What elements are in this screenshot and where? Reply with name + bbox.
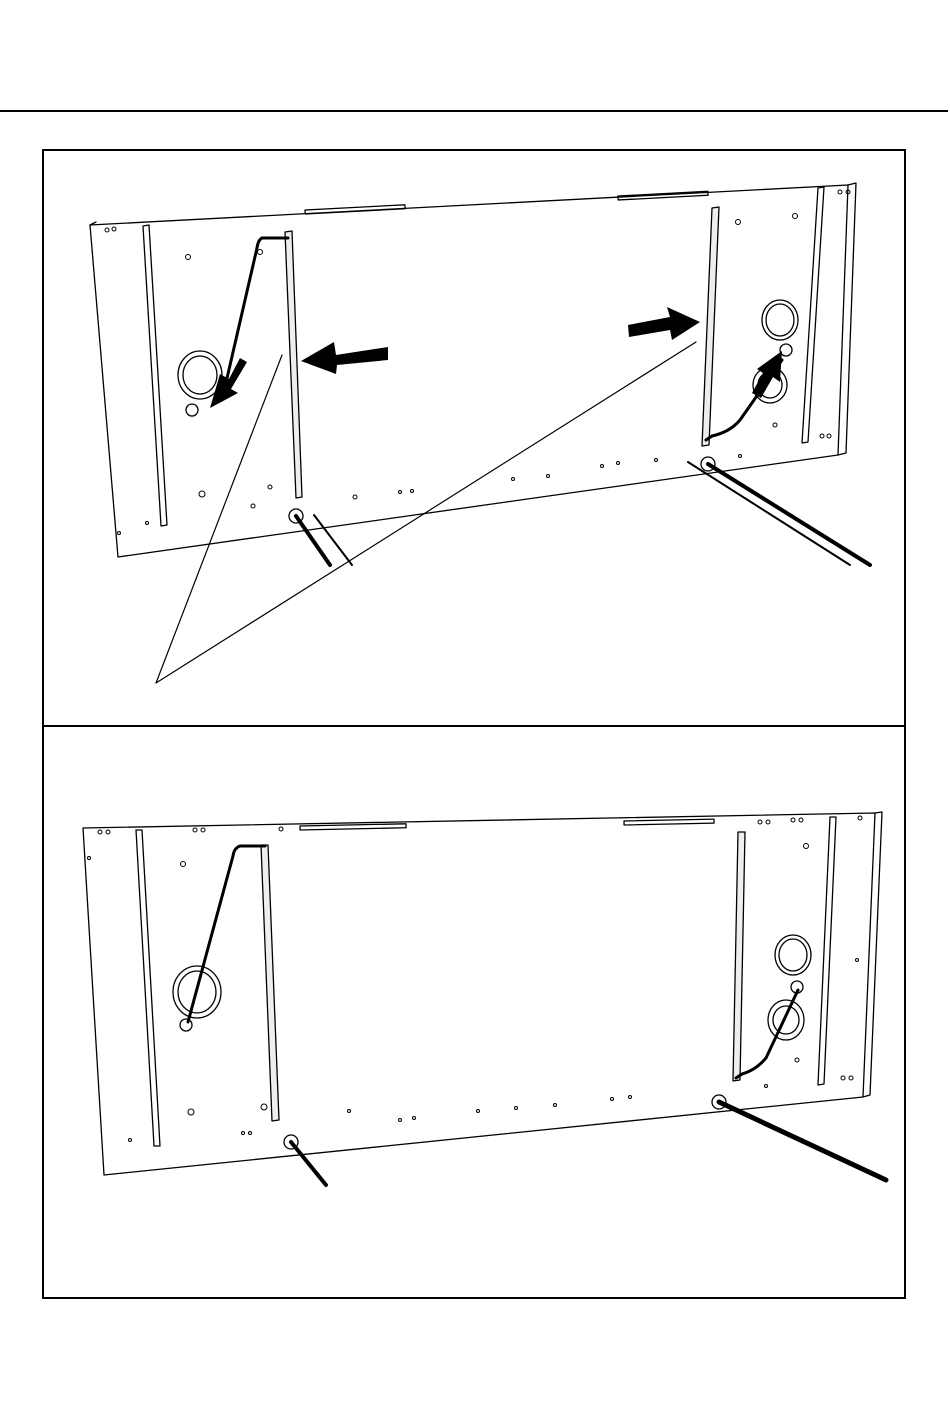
board-outline [90, 185, 848, 557]
bottom-panel-illustration [83, 812, 886, 1185]
cable-bottom-right [708, 464, 870, 565]
top-panel-illustration [90, 183, 870, 683]
cable-bottom-right [719, 1102, 886, 1180]
